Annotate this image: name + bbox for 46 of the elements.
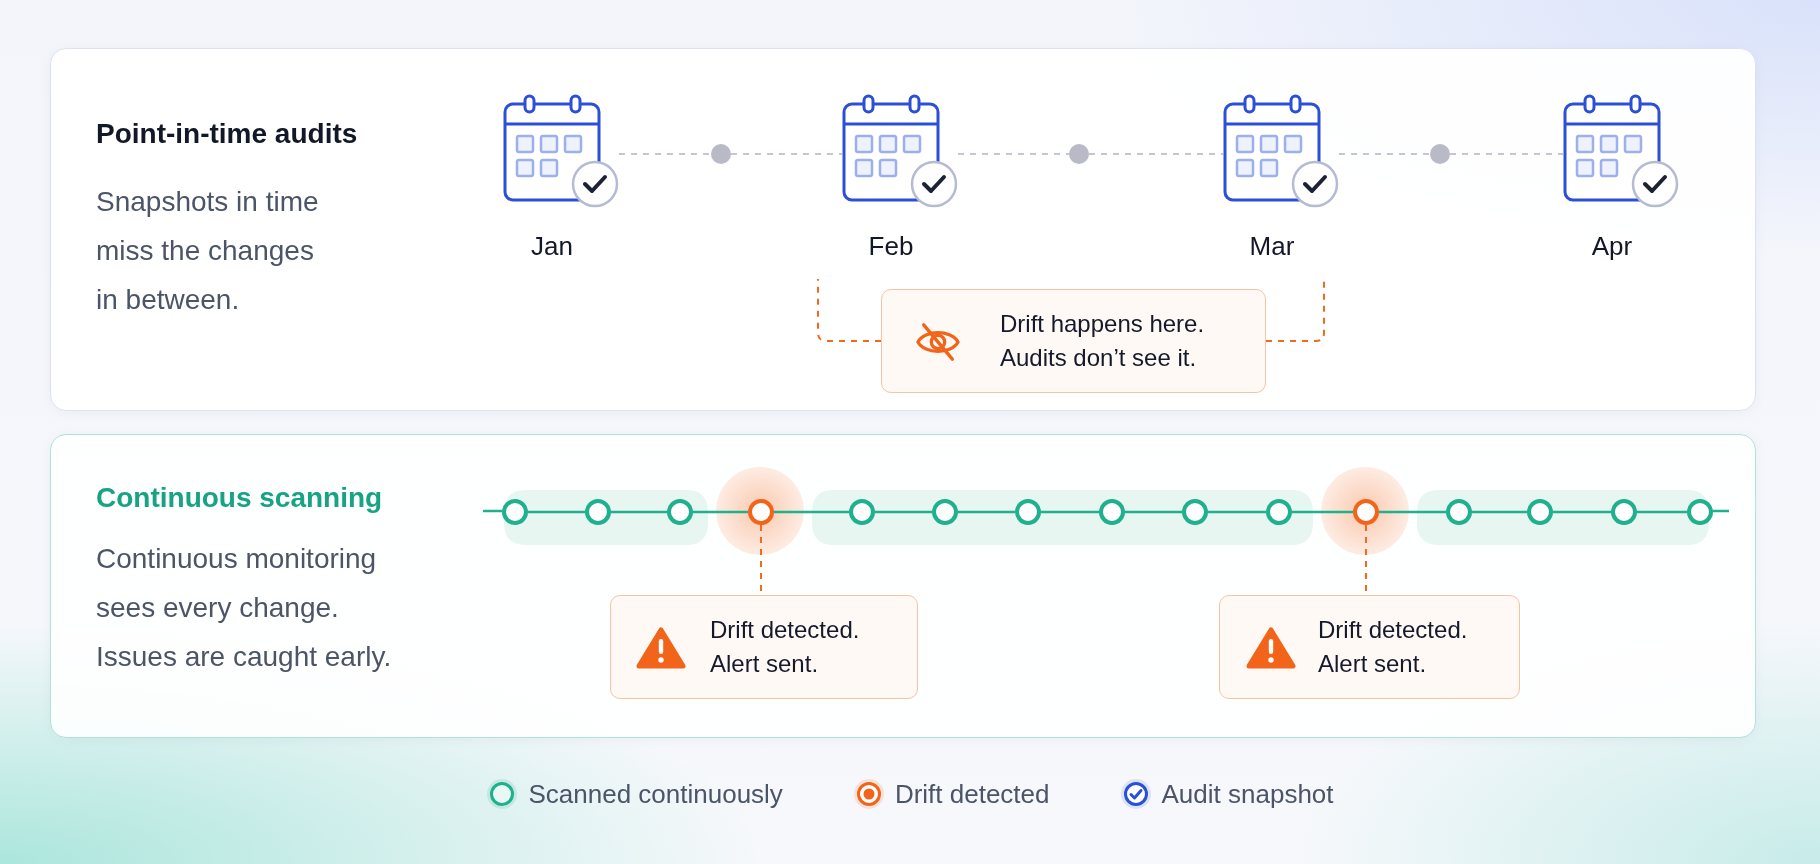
callout-text: Drift happens here. Audits don’t see it. <box>1000 308 1206 373</box>
dashed-connector <box>618 153 712 155</box>
timeline-line <box>528 510 585 514</box>
timeline-line <box>483 509 502 513</box>
timeline-line <box>1041 510 1099 514</box>
callout-box <box>1219 595 1520 699</box>
timeline-line <box>1379 510 1446 514</box>
timeline-line <box>774 510 849 514</box>
timeline-line <box>875 510 932 514</box>
timeline-line <box>1713 509 1729 513</box>
panel-card <box>50 48 1756 411</box>
legend-label: Scanned continuously <box>528 779 783 809</box>
month-label: Feb <box>868 230 914 262</box>
month-label: Jan <box>531 230 573 262</box>
callout-box <box>881 289 1266 393</box>
timeline-line <box>693 510 748 514</box>
month-label: Apr <box>1591 230 1633 262</box>
timeline-line <box>1292 510 1353 514</box>
callout-text: Drift detected. Alert sent. <box>710 614 861 679</box>
timeline-line <box>611 510 667 514</box>
leader-line <box>817 278 882 342</box>
section-description: Continuous monitoring sees every change. Issues are caught early. <box>96 542 393 674</box>
timeline-line <box>1472 510 1527 514</box>
section-description: Snapshots in time miss the changes in between. <box>96 185 320 317</box>
month-label: Mar <box>1249 230 1295 262</box>
timeline-dot <box>1069 144 1089 164</box>
timeline-line <box>1125 510 1182 514</box>
section-heading: Point-in-time audits <box>96 117 358 151</box>
callout-box <box>610 595 918 699</box>
timeline-line <box>958 510 1015 514</box>
timeline-ring <box>1687 499 1713 525</box>
timeline-line <box>1553 510 1611 514</box>
dashed-connector <box>1338 153 1431 155</box>
legend-label: Audit snapshot <box>1161 779 1334 809</box>
timeline-line <box>1208 510 1266 514</box>
dashed-connector <box>1449 153 1564 155</box>
timeline-line <box>1637 510 1687 514</box>
timeline-dot <box>711 144 731 164</box>
legend-label: Drift detected <box>894 779 1050 809</box>
dashed-connector <box>730 153 843 155</box>
section-heading: Continuous scanning <box>96 481 383 515</box>
callout-text: Drift detected. Alert sent. <box>1318 614 1469 679</box>
dashed-connector <box>957 153 1070 155</box>
timeline-ring <box>502 499 528 525</box>
dashed-connector <box>1088 153 1224 155</box>
timeline-dot <box>1430 144 1450 164</box>
